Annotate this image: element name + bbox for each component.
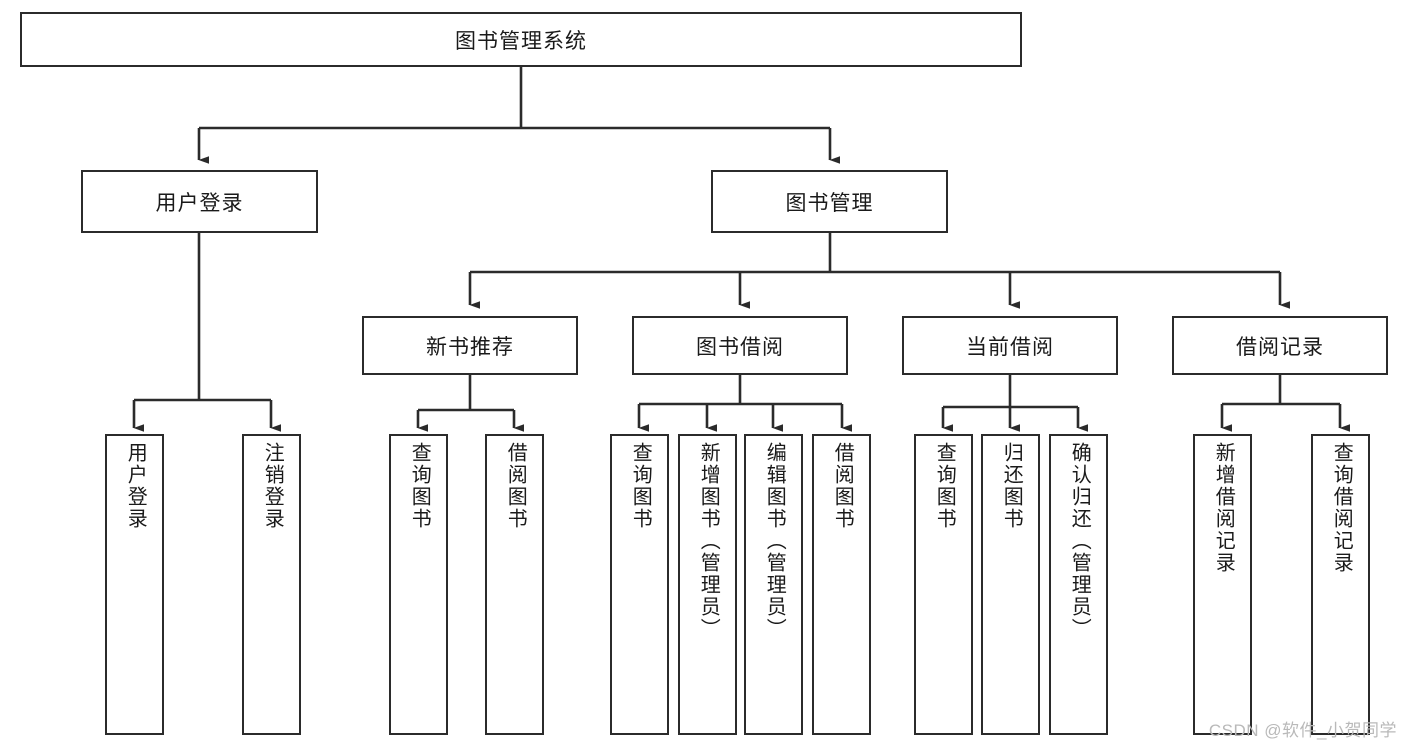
- csdn-watermark: CSDN @软件_小贺同学: [1208, 721, 1397, 740]
- node-label: 注销登录: [261, 442, 284, 530]
- node-label: 查询图书: [933, 442, 956, 530]
- node-label: 新书推荐: [426, 335, 514, 359]
- node-book-borrow[interactable]: 图书借阅: [632, 316, 848, 375]
- node-user-login[interactable]: 用户登录: [81, 170, 318, 233]
- node-book-management[interactable]: 图书管理: [711, 170, 948, 233]
- node-label: 借阅图书: [831, 442, 854, 530]
- node-label: 当前借阅: [966, 335, 1054, 359]
- leaf-borrow-add-book-admin[interactable]: 新增图书（管理员）: [678, 434, 737, 735]
- leaf-recommend-borrow-book[interactable]: 借阅图书: [485, 434, 544, 735]
- node-label: 新增图书（管理员）: [697, 442, 720, 640]
- node-root-book-management-system[interactable]: 图书管理系统: [20, 12, 1022, 67]
- leaf-user-login-logout[interactable]: 注销登录: [242, 434, 301, 735]
- leaf-current-query-book[interactable]: 查询图书: [914, 434, 973, 735]
- node-label: 图书管理系统: [455, 29, 587, 53]
- node-label: 借阅图书: [504, 442, 527, 530]
- node-label: 编辑图书（管理员）: [763, 442, 786, 640]
- leaf-current-confirm-return-admin[interactable]: 确认归还（管理员）: [1049, 434, 1108, 735]
- leaf-user-login-login[interactable]: 用户登录: [105, 434, 164, 735]
- node-label: 归还图书: [1000, 442, 1023, 530]
- leaf-record-add-record[interactable]: 新增借阅记录: [1193, 434, 1252, 735]
- leaf-borrow-query-book[interactable]: 查询图书: [610, 434, 669, 735]
- node-label: 借阅记录: [1236, 335, 1324, 359]
- node-label: 图书管理: [785, 191, 874, 215]
- node-current-borrow[interactable]: 当前借阅: [902, 316, 1118, 375]
- leaf-borrow-borrow-book[interactable]: 借阅图书: [812, 434, 871, 735]
- node-label: 查询图书: [629, 442, 652, 530]
- node-label: 图书借阅: [696, 335, 784, 359]
- node-label: 查询图书: [408, 442, 431, 530]
- leaf-recommend-query-book[interactable]: 查询图书: [389, 434, 448, 735]
- node-label: 确认归还（管理员）: [1068, 442, 1091, 640]
- node-new-book-recommend[interactable]: 新书推荐: [362, 316, 578, 375]
- leaf-record-query-record[interactable]: 查询借阅记录: [1311, 434, 1370, 735]
- node-label: 用户登录: [155, 191, 244, 215]
- node-label: 查询借阅记录: [1330, 442, 1353, 574]
- leaf-borrow-edit-book-admin[interactable]: 编辑图书（管理员）: [744, 434, 803, 735]
- node-borrow-record[interactable]: 借阅记录: [1172, 316, 1388, 375]
- node-label: 用户登录: [124, 442, 147, 530]
- node-label: 新增借阅记录: [1212, 442, 1235, 574]
- leaf-current-return-book[interactable]: 归还图书: [981, 434, 1040, 735]
